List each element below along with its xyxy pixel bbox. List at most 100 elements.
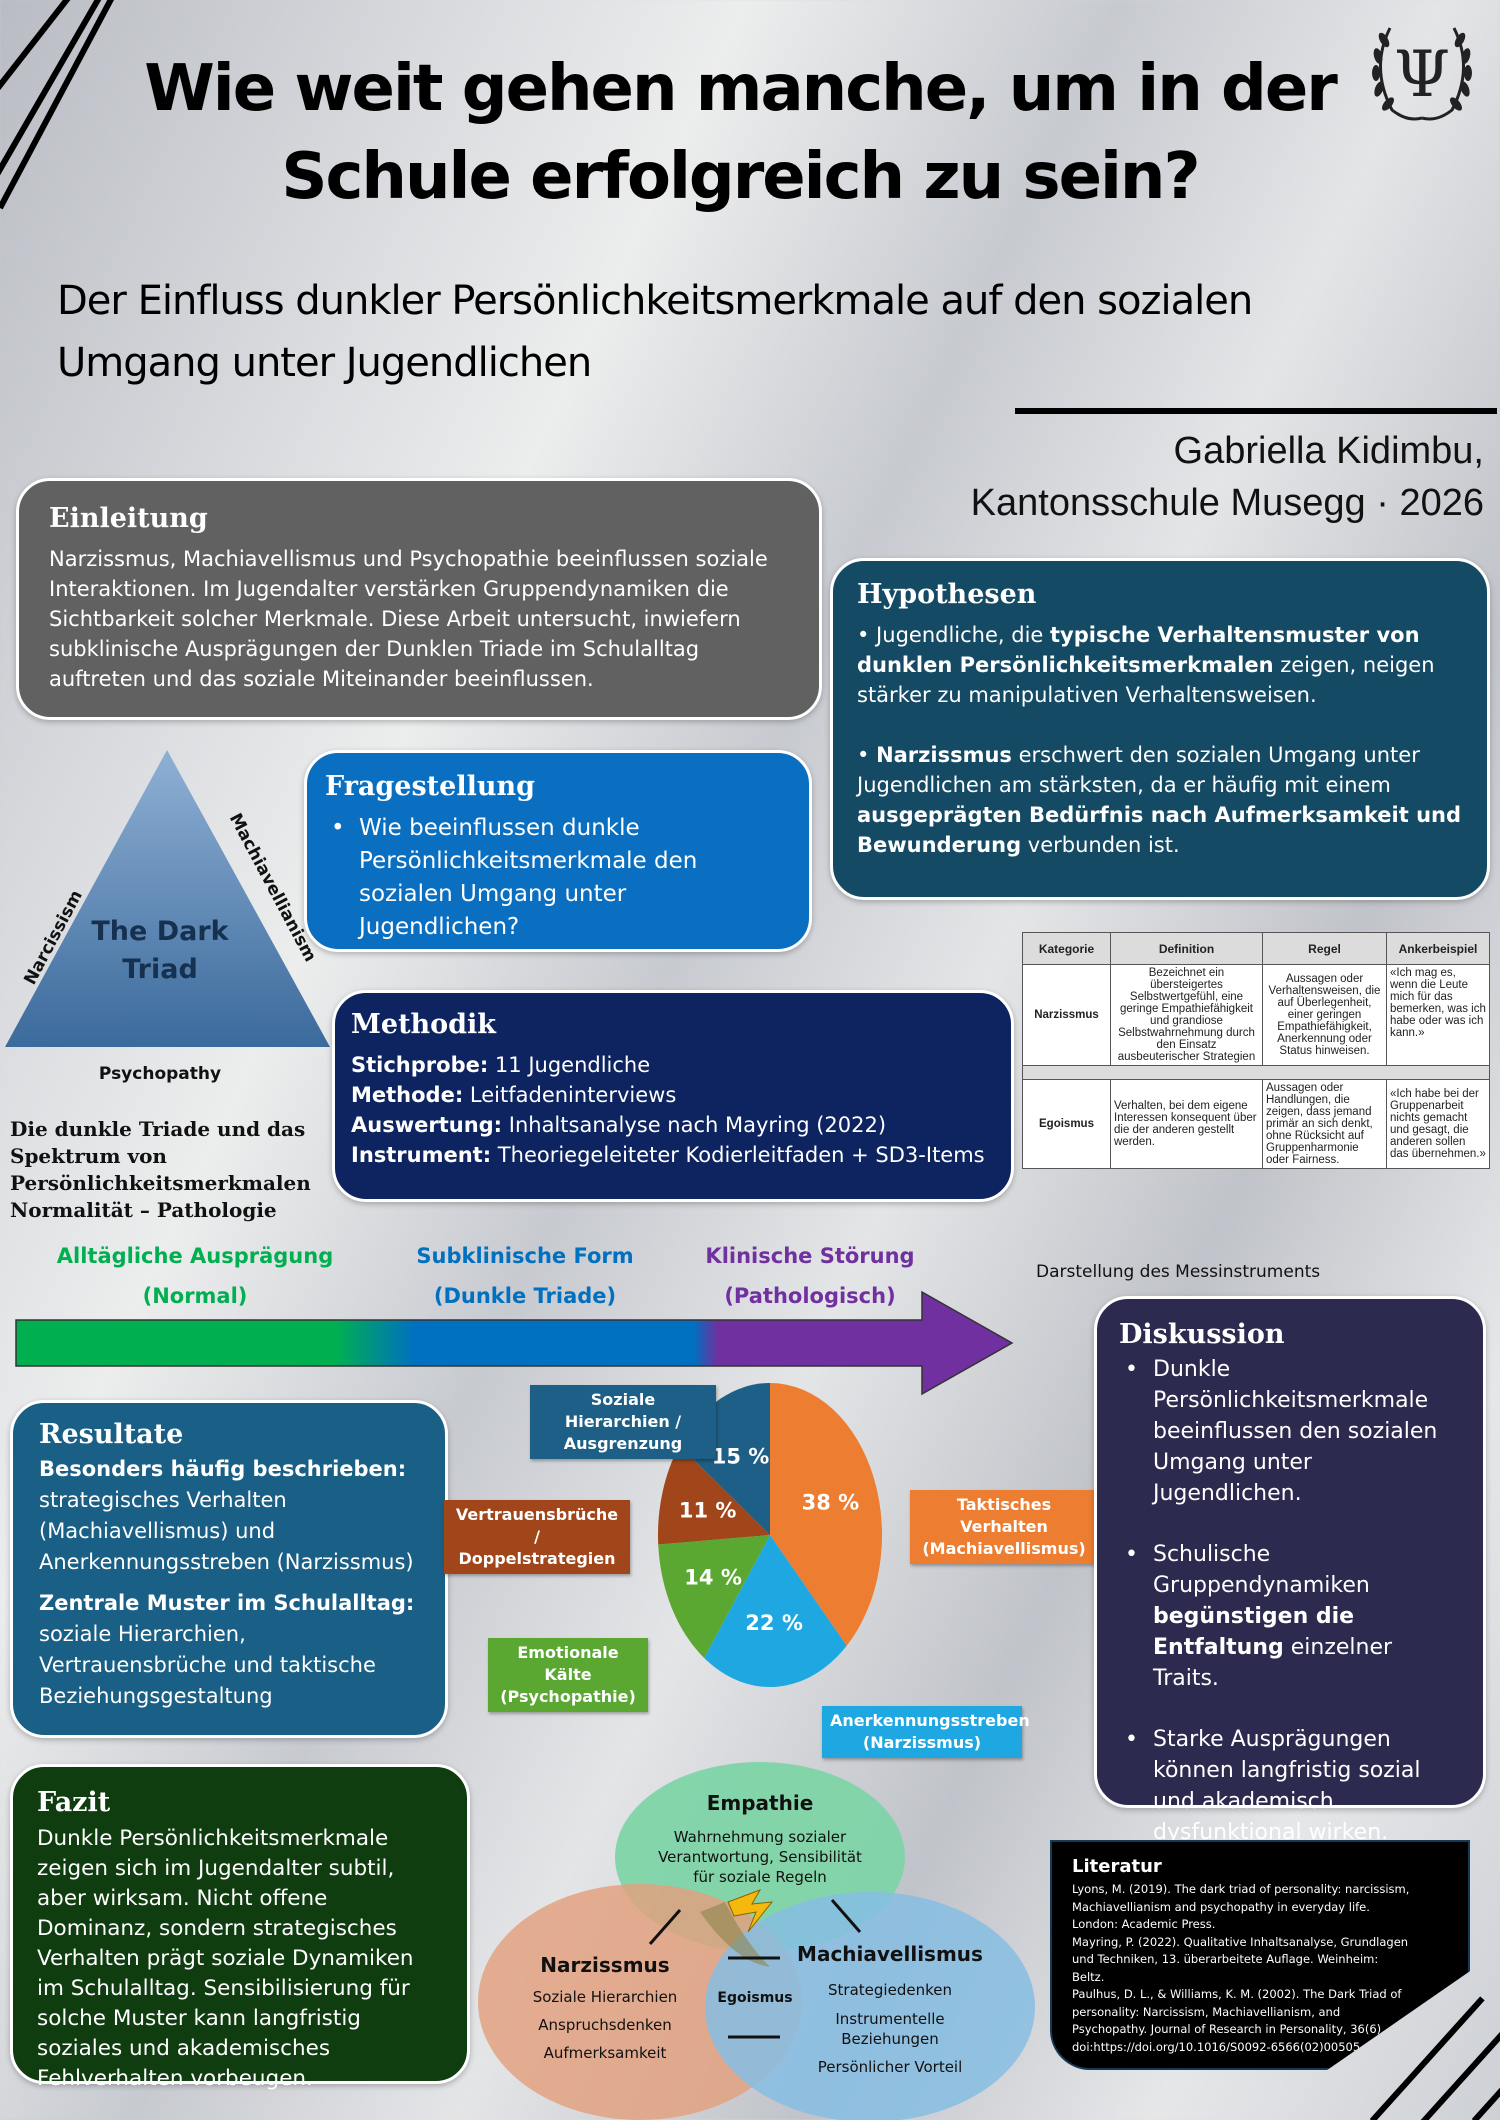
school-year: Kantonsschule Musegg · 2026 bbox=[970, 482, 1484, 524]
pie-slice bbox=[770, 1383, 882, 1646]
svg-text:Aufmerksamkeit: Aufmerksamkeit bbox=[544, 2044, 667, 2062]
poster-title: Wie weit gehen manche, um in der Schule … bbox=[120, 45, 1360, 221]
triad-center-line2: Triad bbox=[122, 954, 198, 985]
diskussion-point-2: Schulische Gruppendynamiken begünstigen … bbox=[1119, 1539, 1461, 1694]
methodik-row: Auswertung: Inhaltsanalyse nach Mayring … bbox=[351, 1113, 887, 1137]
methodik-heading: Methodik bbox=[351, 1009, 497, 1040]
venn-circle-machiavellismus bbox=[705, 1892, 1035, 2120]
dark-triad-diagram: The Dark Triad Narcissism Machiavelliani… bbox=[0, 745, 340, 1085]
header-divider bbox=[1015, 408, 1497, 414]
subtitle-line-2: Umgang unter Jugendlichen bbox=[57, 340, 592, 386]
venn-circle-narzissmus bbox=[478, 1884, 802, 2120]
diskussion-heading: Diskussion bbox=[1119, 1319, 1285, 1350]
literatur-line: Lyons, M. (2019). The dark triad of pers… bbox=[1072, 1882, 1410, 1896]
triad-center-line1: The Dark bbox=[91, 916, 229, 947]
resultate-box: Resultate Besonders häufig beschrieben: … bbox=[10, 1400, 448, 1738]
pie-slice-label: 22 % bbox=[745, 1611, 803, 1635]
callout-anerkennungsstreben: Anerkennungsstreben (Narzissmus) bbox=[822, 1706, 1030, 1758]
pie-chart-svg: 38 % 22 %14 % 11 % 15 % bbox=[658, 1383, 882, 1687]
literatur-line: London: Academic Press. bbox=[1072, 1917, 1216, 1931]
methodik-row: Stichprobe: 11 Jugendliche bbox=[351, 1053, 651, 1077]
venn-center-label: Egoismus bbox=[717, 1990, 792, 2006]
author-block: Gabriella Kidimbu, Kantonsschule Musegg … bbox=[971, 425, 1484, 529]
hypothese-1: • Jugendliche, die typische Verhaltensmu… bbox=[857, 623, 1435, 707]
einleitung-text: Narzissmus, Machiavellismus und Psychopa… bbox=[49, 547, 768, 691]
venn-arrows bbox=[648, 1899, 862, 2039]
decor-stripe bbox=[0, 0, 116, 210]
diskussion-point-1: Dunkle Persönlichkeitsmerkmale beeinflus… bbox=[1119, 1354, 1461, 1509]
pie-slice bbox=[704, 1535, 847, 1687]
einleitung-box: Einleitung Narzissmus, Machiavellismus u… bbox=[16, 478, 822, 720]
table-header-row: Kategorie Definition Regel Ankerbeispiel bbox=[1022, 932, 1490, 965]
resultate-text-1: strategisches Verhalten (Machiavellismus… bbox=[39, 1488, 414, 1574]
svg-text:Verantwortung, Sensibilität: Verantwortung, Sensibilität bbox=[658, 1848, 862, 1866]
psi-laurel-icon: Ψ bbox=[1362, 18, 1482, 128]
methodik-row: Instrument: Theoriegeleiteter Kodierleit… bbox=[351, 1143, 985, 1167]
literatur-line: Beltz. bbox=[1072, 1969, 1105, 1984]
triad-label-bottom: Psychopathy bbox=[99, 1064, 221, 1084]
callout-emotionale-kaelte: Emotionale Kälte (Psychopathie) bbox=[488, 1638, 648, 1712]
table-row: Narzissmus Bezeichnet ein übersteigertes… bbox=[1022, 964, 1490, 1066]
fazit-text: Dunkle Persönlichkeitsmerkmale zeigen si… bbox=[37, 1826, 414, 2091]
resultate-heading: Resultate bbox=[39, 1419, 184, 1450]
svg-text:Anspruchsdenken: Anspruchsdenken bbox=[538, 2016, 672, 2034]
literatur-line: Psychopathy. Journal of Research in Pers… bbox=[1072, 2022, 1385, 2036]
callout-taktisches-verhalten: Taktisches Verhalten (Machiavellismus) bbox=[910, 1490, 1098, 1564]
author-name: Gabriella Kidimbu, bbox=[1173, 430, 1484, 472]
einleitung-heading: Einleitung bbox=[49, 503, 208, 534]
literatur-heading: Literatur bbox=[1072, 1856, 1162, 1877]
lightning-icon bbox=[727, 1889, 774, 1933]
svg-text:Beziehungen: Beziehungen bbox=[841, 2030, 939, 2048]
messinstrument-table: Kategorie Definition Regel Ankerbeispiel… bbox=[1022, 932, 1490, 1169]
resultate-label-1: Besonders häufig beschrieben: bbox=[39, 1457, 407, 1481]
hypothese-2: • Narzissmus erschwert den sozialen Umga… bbox=[857, 743, 1462, 857]
literatur-line: Machiavellianism and psychopathy in ever… bbox=[1072, 1899, 1370, 1914]
spectrum-arrow bbox=[14, 1290, 1014, 1396]
decor-stripe bbox=[0, 0, 103, 180]
triad-triangle bbox=[5, 750, 330, 1047]
fazit-box: Fazit Dunkle Persönlichkeitsmerkmale zei… bbox=[10, 1764, 470, 2091]
fragestellung-box: Fragestellung Wie beeinflussen dunkle Pe… bbox=[304, 750, 812, 952]
triad-caption: Die dunkle Triade und das Spektrum von P… bbox=[10, 1117, 311, 1222]
methodik-row: Methode: Leitfadeninterviews bbox=[351, 1083, 677, 1107]
literatur-line: Mayring, P. (2022). Qualitative Inhaltsa… bbox=[1072, 1934, 1409, 1949]
literatur-line: und Techniken, 13. überarbeitete Auflage… bbox=[1072, 1952, 1379, 1966]
svg-text:Ψ: Ψ bbox=[1394, 38, 1450, 112]
venn-top-title: Empathie bbox=[707, 1791, 814, 1815]
resultate-label-2: Zentrale Muster im Schulalltag: bbox=[39, 1591, 415, 1615]
spectrum-label-normal: Alltägliche Ausprägung (Normal) bbox=[56, 1244, 334, 1308]
svg-text:Wahrnehmung sozialer: Wahrnehmung sozialer bbox=[674, 1828, 847, 1846]
pie-chart: 38 % 22 %14 % 11 % 15 % Soziale Hierarchien… bbox=[440, 1370, 1100, 1790]
diskussion-box: Diskussion Dunkle Persönlichkeitsmerkmal… bbox=[1094, 1296, 1486, 1845]
hypothesen-heading: Hypothesen bbox=[857, 579, 1037, 610]
pie-slice-label: 15 % bbox=[712, 1444, 770, 1468]
svg-text:Instrumentelle: Instrumentelle bbox=[835, 2010, 944, 2028]
spectrum-label-clinical: Klinische Störung (Pathologisch) bbox=[705, 1244, 915, 1308]
pie-slice-label: 11 % bbox=[679, 1498, 737, 1522]
title-line-2: Schule erfolgreich zu sein? bbox=[281, 140, 1200, 214]
venn-diagram: Empathie Wahrnehmung sozialer Verantwort… bbox=[470, 1762, 1050, 2120]
venn-left-title: Narzissmus bbox=[540, 1953, 669, 1977]
table-row: Egoismus Verhalten, bei dem eigene Inter… bbox=[1022, 1079, 1490, 1169]
svg-text:Persönlicher Vorteil: Persönlicher Vorteil bbox=[818, 2058, 963, 2076]
pie-slice bbox=[658, 1445, 770, 1545]
poster-subtitle: Der Einfluss dunkler Persönlichkeitsmerk… bbox=[57, 270, 1397, 394]
title-line-1: Wie weit gehen manche, um in der bbox=[144, 52, 1338, 126]
hypothesen-box: Hypothesen • Jugendliche, die typische V… bbox=[830, 558, 1490, 900]
svg-text:Strategiedenken: Strategiedenken bbox=[828, 1981, 952, 1999]
table-spacer-row bbox=[1022, 1065, 1490, 1080]
callout-vertrauensbrueche: Vertrauensbrüche / Doppelstrategien bbox=[444, 1500, 630, 1574]
literatur-line: personality: Narcissism, Machiavellianis… bbox=[1072, 2004, 1341, 2019]
pie-slice-label: 14 % bbox=[684, 1565, 742, 1589]
svg-text:für soziale Regeln: für soziale Regeln bbox=[693, 1868, 827, 1886]
fragestellung-heading: Fragestellung bbox=[325, 771, 535, 802]
literatur-line: Paulhus, D. L., & Williams, K. M. (2002)… bbox=[1072, 1987, 1402, 2001]
resultate-text-2: soziale Hierarchien, Vertrauensbrüche un… bbox=[39, 1622, 376, 1708]
pie-slice-label: 38 % bbox=[802, 1491, 860, 1515]
spectrum-label-subclinical: Subklinische Form (Dunkle Triade) bbox=[416, 1244, 634, 1308]
pie-slice bbox=[658, 1535, 770, 1658]
fazit-heading: Fazit bbox=[37, 1787, 111, 1818]
diskussion-point-3: Starke Ausprägungen können langfristig s… bbox=[1119, 1724, 1461, 1848]
callout-soziale-hierarchien: Soziale Hierarchien / Ausgrenzung bbox=[530, 1385, 716, 1459]
venn-right-title: Machiavellismus bbox=[797, 1942, 983, 1966]
